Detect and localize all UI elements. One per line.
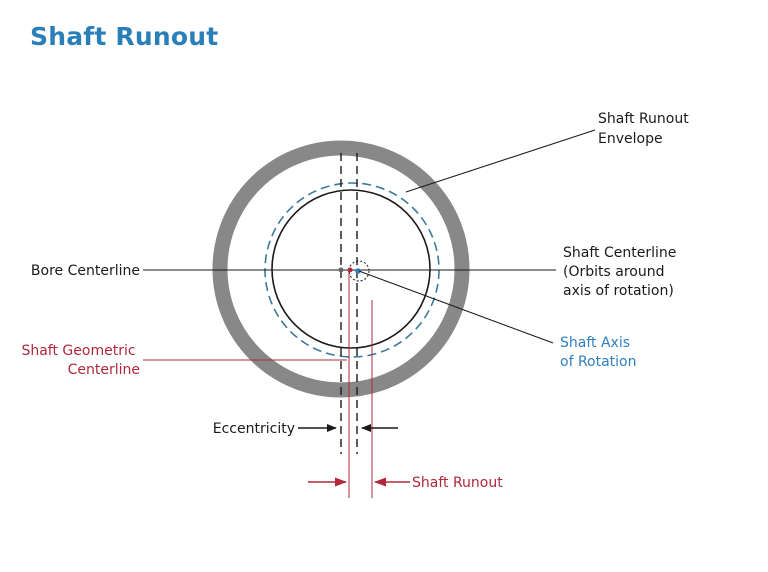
page-title: Shaft Runout <box>30 22 219 51</box>
axis-rotation-dot <box>355 268 361 274</box>
envelope-leader <box>405 129 596 193</box>
axis-rotation-leader <box>358 270 554 344</box>
bore-centerline-label: Bore Centerline <box>31 263 140 279</box>
eccentricity-label: Eccentricity <box>213 421 295 437</box>
geometric-centerline-label: Shaft Geometric Centerline <box>21 343 140 378</box>
axis-rotation-label: Shaft Axis of Rotation <box>560 335 637 370</box>
geometric-center-dot <box>347 267 353 273</box>
shaft-centerline-label: Shaft Centerline (Orbits around axis of … <box>563 245 681 299</box>
bore-center-dot <box>338 267 344 273</box>
shaft-runout-label: Shaft Runout <box>412 475 503 491</box>
shaft-circle <box>271 189 431 349</box>
envelope-label: Shaft Runout Envelope <box>598 111 693 147</box>
orbit-circle <box>348 260 370 282</box>
